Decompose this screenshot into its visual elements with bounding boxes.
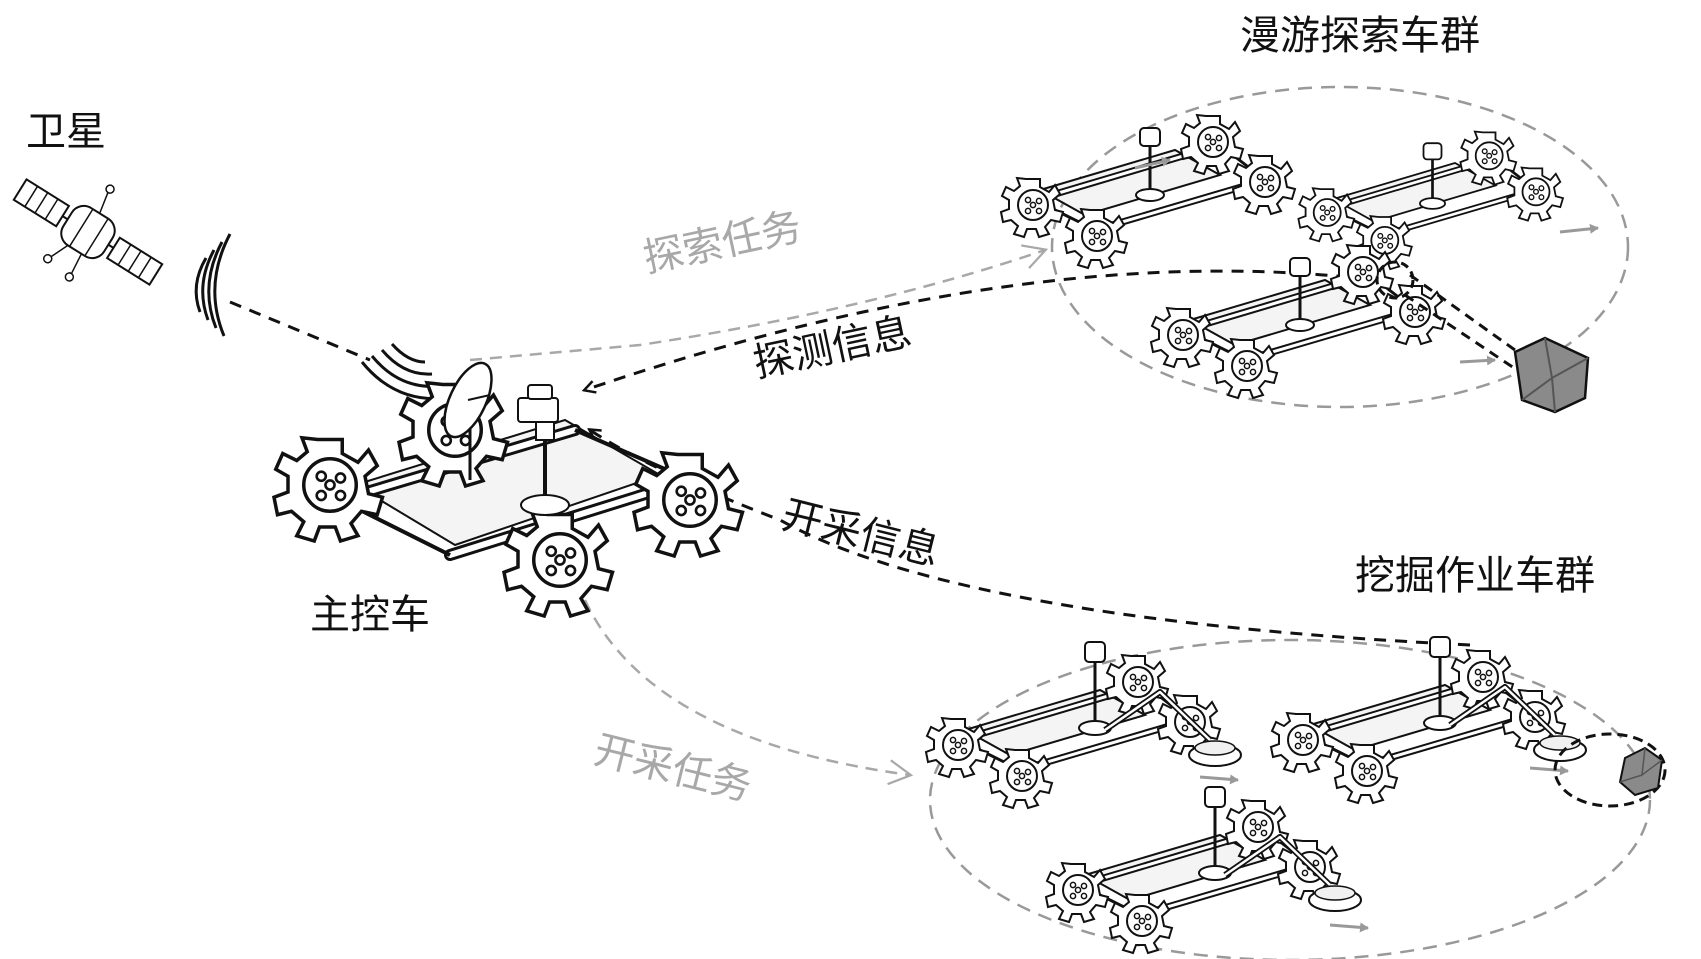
master-vehicle-label: 主控车 — [310, 592, 430, 638]
mining-target-marker — [1553, 732, 1667, 808]
scan-target-marker — [1375, 260, 1415, 300]
rock-icon — [1513, 336, 1590, 414]
scan-beam-line — [1404, 273, 1521, 374]
excavator-group-label: 挖掘作业车群 — [1355, 553, 1595, 599]
excavator-group-outline — [928, 638, 1652, 959]
excavator-vehicle — [926, 642, 1241, 808]
excavator-vehicle — [1046, 787, 1361, 953]
satellite-signal-icon — [194, 233, 232, 337]
rover-vehicle — [1298, 132, 1563, 270]
rover-group-label: 漫游探索车群 — [1240, 13, 1480, 59]
excavator-vehicle — [1271, 637, 1586, 803]
motion-arrows — [1134, 156, 1599, 933]
rover-vehicle — [1151, 245, 1445, 398]
mined-rock-icon — [1618, 746, 1664, 797]
camera-mast-icon — [517, 384, 570, 516]
satellite-icon — [12, 178, 164, 286]
master-vehicle — [272, 361, 745, 618]
dish-antenna-icon — [443, 361, 493, 480]
rover-vehicle — [1001, 115, 1295, 268]
rover-group-outline — [1050, 85, 1630, 409]
mining-info-arrow — [590, 430, 1471, 647]
mining-task-arrow — [583, 599, 914, 786]
explore-task-arrow — [469, 244, 1049, 362]
satellite-label: 卫星 — [26, 109, 106, 155]
satellite-link-line — [229, 300, 371, 362]
